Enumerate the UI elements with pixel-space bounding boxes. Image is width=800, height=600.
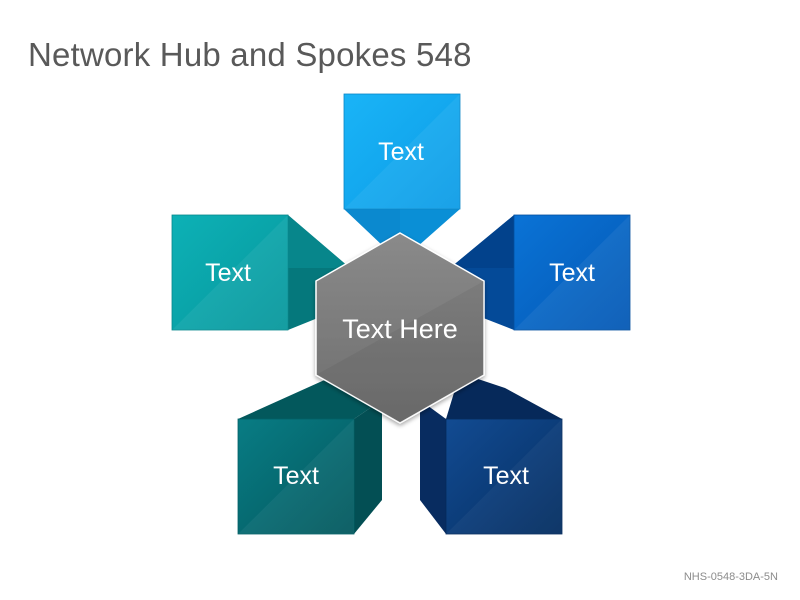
hub[interactable]: Text Here: [315, 232, 485, 424]
spoke-top-label: Text: [378, 138, 424, 166]
spoke-left[interactable]: Text: [171, 214, 350, 331]
spoke-bottom-right-label: Text: [483, 462, 529, 490]
footer-code: NHS-0548-3DA-5N: [683, 571, 778, 583]
hub-label: Text Here: [342, 314, 458, 344]
spoke-bottom-right[interactable]: Text: [420, 373, 563, 535]
page-title: Network Hub and Spokes 548: [28, 36, 472, 73]
spoke-right-label: Text: [549, 259, 595, 287]
spoke-bottom-left[interactable]: Text: [237, 373, 382, 535]
spoke-left-label: Text: [205, 259, 251, 287]
spoke-bottom-left-label: Text: [273, 462, 319, 490]
